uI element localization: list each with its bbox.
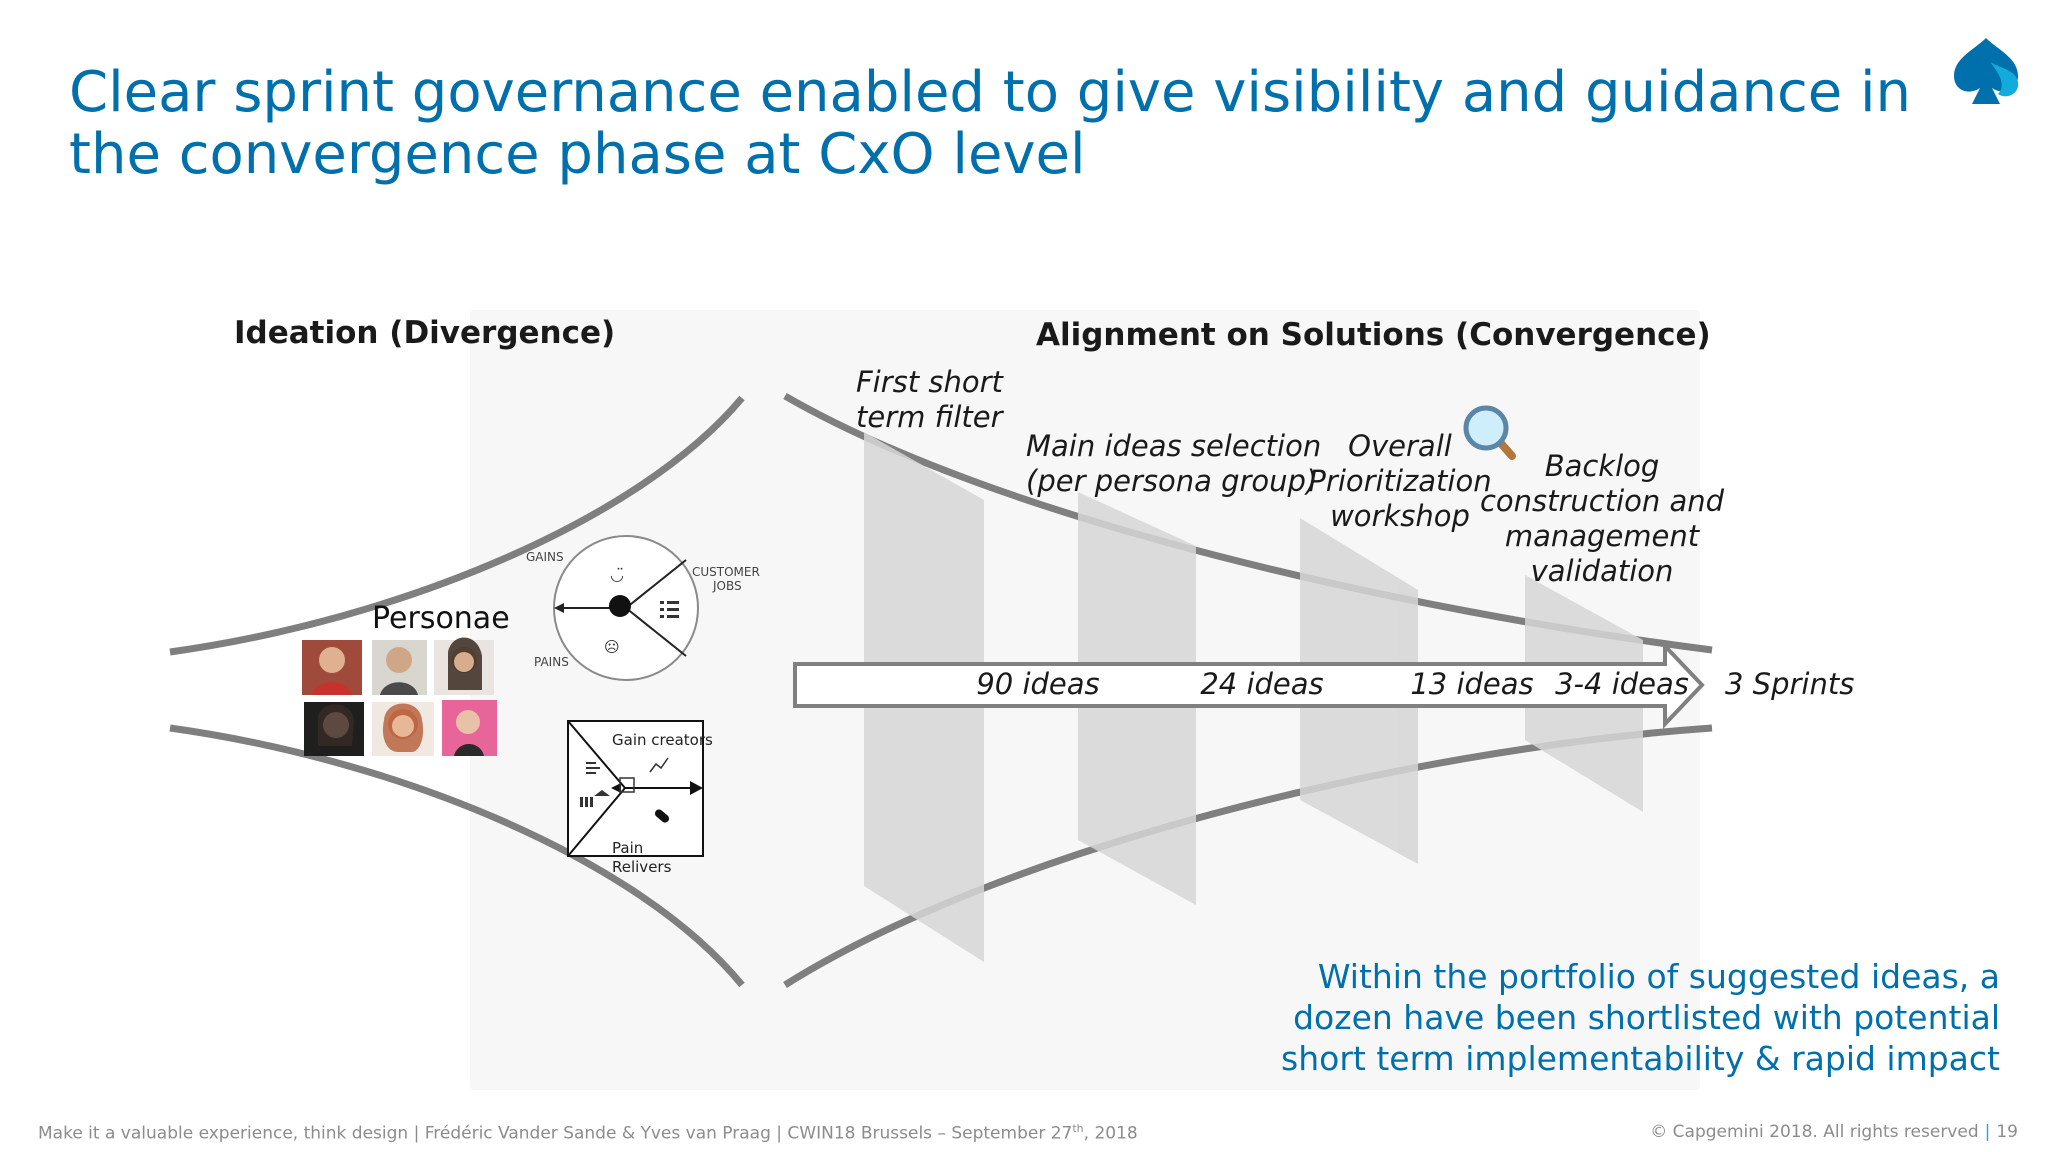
stage-4-label-line-4: validation bbox=[1531, 554, 1674, 588]
stage-3-count: 13 ideas bbox=[1410, 667, 1533, 701]
persona-photo bbox=[442, 700, 497, 756]
stage-2-label-line-1: Main ideas selection bbox=[1026, 429, 1321, 463]
footer-caption: Make it a valuable experience, think des… bbox=[38, 1122, 1138, 1144]
stage-4-label-line-2: construction and bbox=[1480, 484, 1725, 518]
customer-label: CUSTOMER bbox=[692, 565, 760, 579]
summary-line-2: dozen have been shortlisted with potenti… bbox=[1293, 998, 2000, 1037]
gift-icon bbox=[619, 777, 635, 793]
value-map-labels: Gain creators Pain Relivers bbox=[612, 731, 713, 876]
stage-4-count: 3-4 ideas bbox=[1555, 667, 1689, 701]
happy-face-icon: ◡̈ bbox=[610, 565, 624, 584]
ideation-heading: Ideation (Divergence) bbox=[234, 315, 615, 351]
divergence-bottom-curve bbox=[169, 724, 745, 988]
list-icon bbox=[586, 762, 600, 774]
footer-caption-main: Make it a valuable experience, think des… bbox=[38, 1123, 1073, 1144]
pain-label: Pain bbox=[612, 839, 643, 857]
stage-3-label-line-1: Overall bbox=[1348, 429, 1452, 463]
persona-photo bbox=[372, 702, 434, 756]
page-title-line-1: Clear sprint governance enabled to give … bbox=[69, 60, 1912, 125]
personae-label: Personae bbox=[372, 601, 510, 636]
stage-4-label-line-3: management bbox=[1505, 519, 1701, 553]
stage-3-label-line-2: Prioritization bbox=[1308, 464, 1491, 498]
persona-photo bbox=[372, 640, 427, 695]
persona-photo bbox=[302, 640, 362, 695]
persona-photo bbox=[434, 637, 494, 695]
footer-copyright: © Capgemini 2018. All rights reserved|19 bbox=[1650, 1122, 2018, 1142]
stage-3-label-line-3: workshop bbox=[1330, 499, 1470, 533]
stage-1-label-line-2: term filter bbox=[856, 400, 1005, 434]
magnifier-icon bbox=[1463, 405, 1516, 460]
flow-arrow bbox=[793, 640, 1705, 730]
copyright-text: © Capgemini 2018. All rights reserved bbox=[1650, 1122, 1979, 1142]
footer-divider: | bbox=[1984, 1122, 1991, 1142]
page-title-line-2: the convergence phase at CxO level bbox=[69, 122, 1086, 187]
medicine-icon bbox=[580, 790, 610, 807]
result-label: 3 Sprints bbox=[1725, 667, 1854, 701]
page-title: Clear sprint governance enabled to give … bbox=[69, 62, 1919, 186]
stage-4-label-line-1: Backlog bbox=[1545, 449, 1660, 483]
relivers-label: Relivers bbox=[612, 858, 672, 876]
summary-line-1: Within the portfolio of suggested ideas,… bbox=[1317, 957, 2000, 996]
stage-labels: First short term filter Main ideas selec… bbox=[856, 365, 1854, 701]
pains-label: PAINS bbox=[534, 655, 569, 669]
page-number: 19 bbox=[1996, 1122, 2018, 1142]
sad-face-icon: ☹ bbox=[604, 638, 620, 656]
alignment-heading: Alignment on Solutions (Convergence) bbox=[1036, 317, 1711, 353]
gain-creators-label: Gain creators bbox=[612, 731, 713, 749]
persona-photos bbox=[302, 637, 497, 756]
value-map-canvas bbox=[567, 720, 704, 857]
stage-1-count: 90 ideas bbox=[976, 667, 1099, 701]
persona-photo bbox=[304, 702, 364, 756]
spade-logo-icon bbox=[1954, 38, 2019, 104]
footer-caption-end: , 2018 bbox=[1083, 1123, 1138, 1144]
footer-caption-superscript: th bbox=[1072, 1122, 1084, 1135]
pill-icon bbox=[654, 809, 670, 823]
summary-text: Within the portfolio of suggested ideas,… bbox=[1150, 956, 2000, 1079]
jobs-label: JOBS bbox=[712, 579, 742, 593]
stage-2-count: 24 ideas bbox=[1200, 667, 1323, 701]
trend-chart-icon bbox=[649, 757, 669, 773]
stage-2-label-line-2: (per persona group) bbox=[1026, 464, 1317, 498]
summary-line-3: short term implementability & rapid impa… bbox=[1281, 1039, 2000, 1078]
stage-1-label-line-1: First short bbox=[856, 365, 1005, 399]
gains-label: GAINS bbox=[526, 550, 564, 564]
customer-profile-canvas: ◡̈ ☹ bbox=[553, 535, 699, 681]
canvas-labels: GAINS PAINS CUSTOMER JOBS bbox=[526, 550, 760, 669]
jobs-list-icon bbox=[660, 601, 679, 618]
divergence-top-curve bbox=[169, 395, 745, 656]
